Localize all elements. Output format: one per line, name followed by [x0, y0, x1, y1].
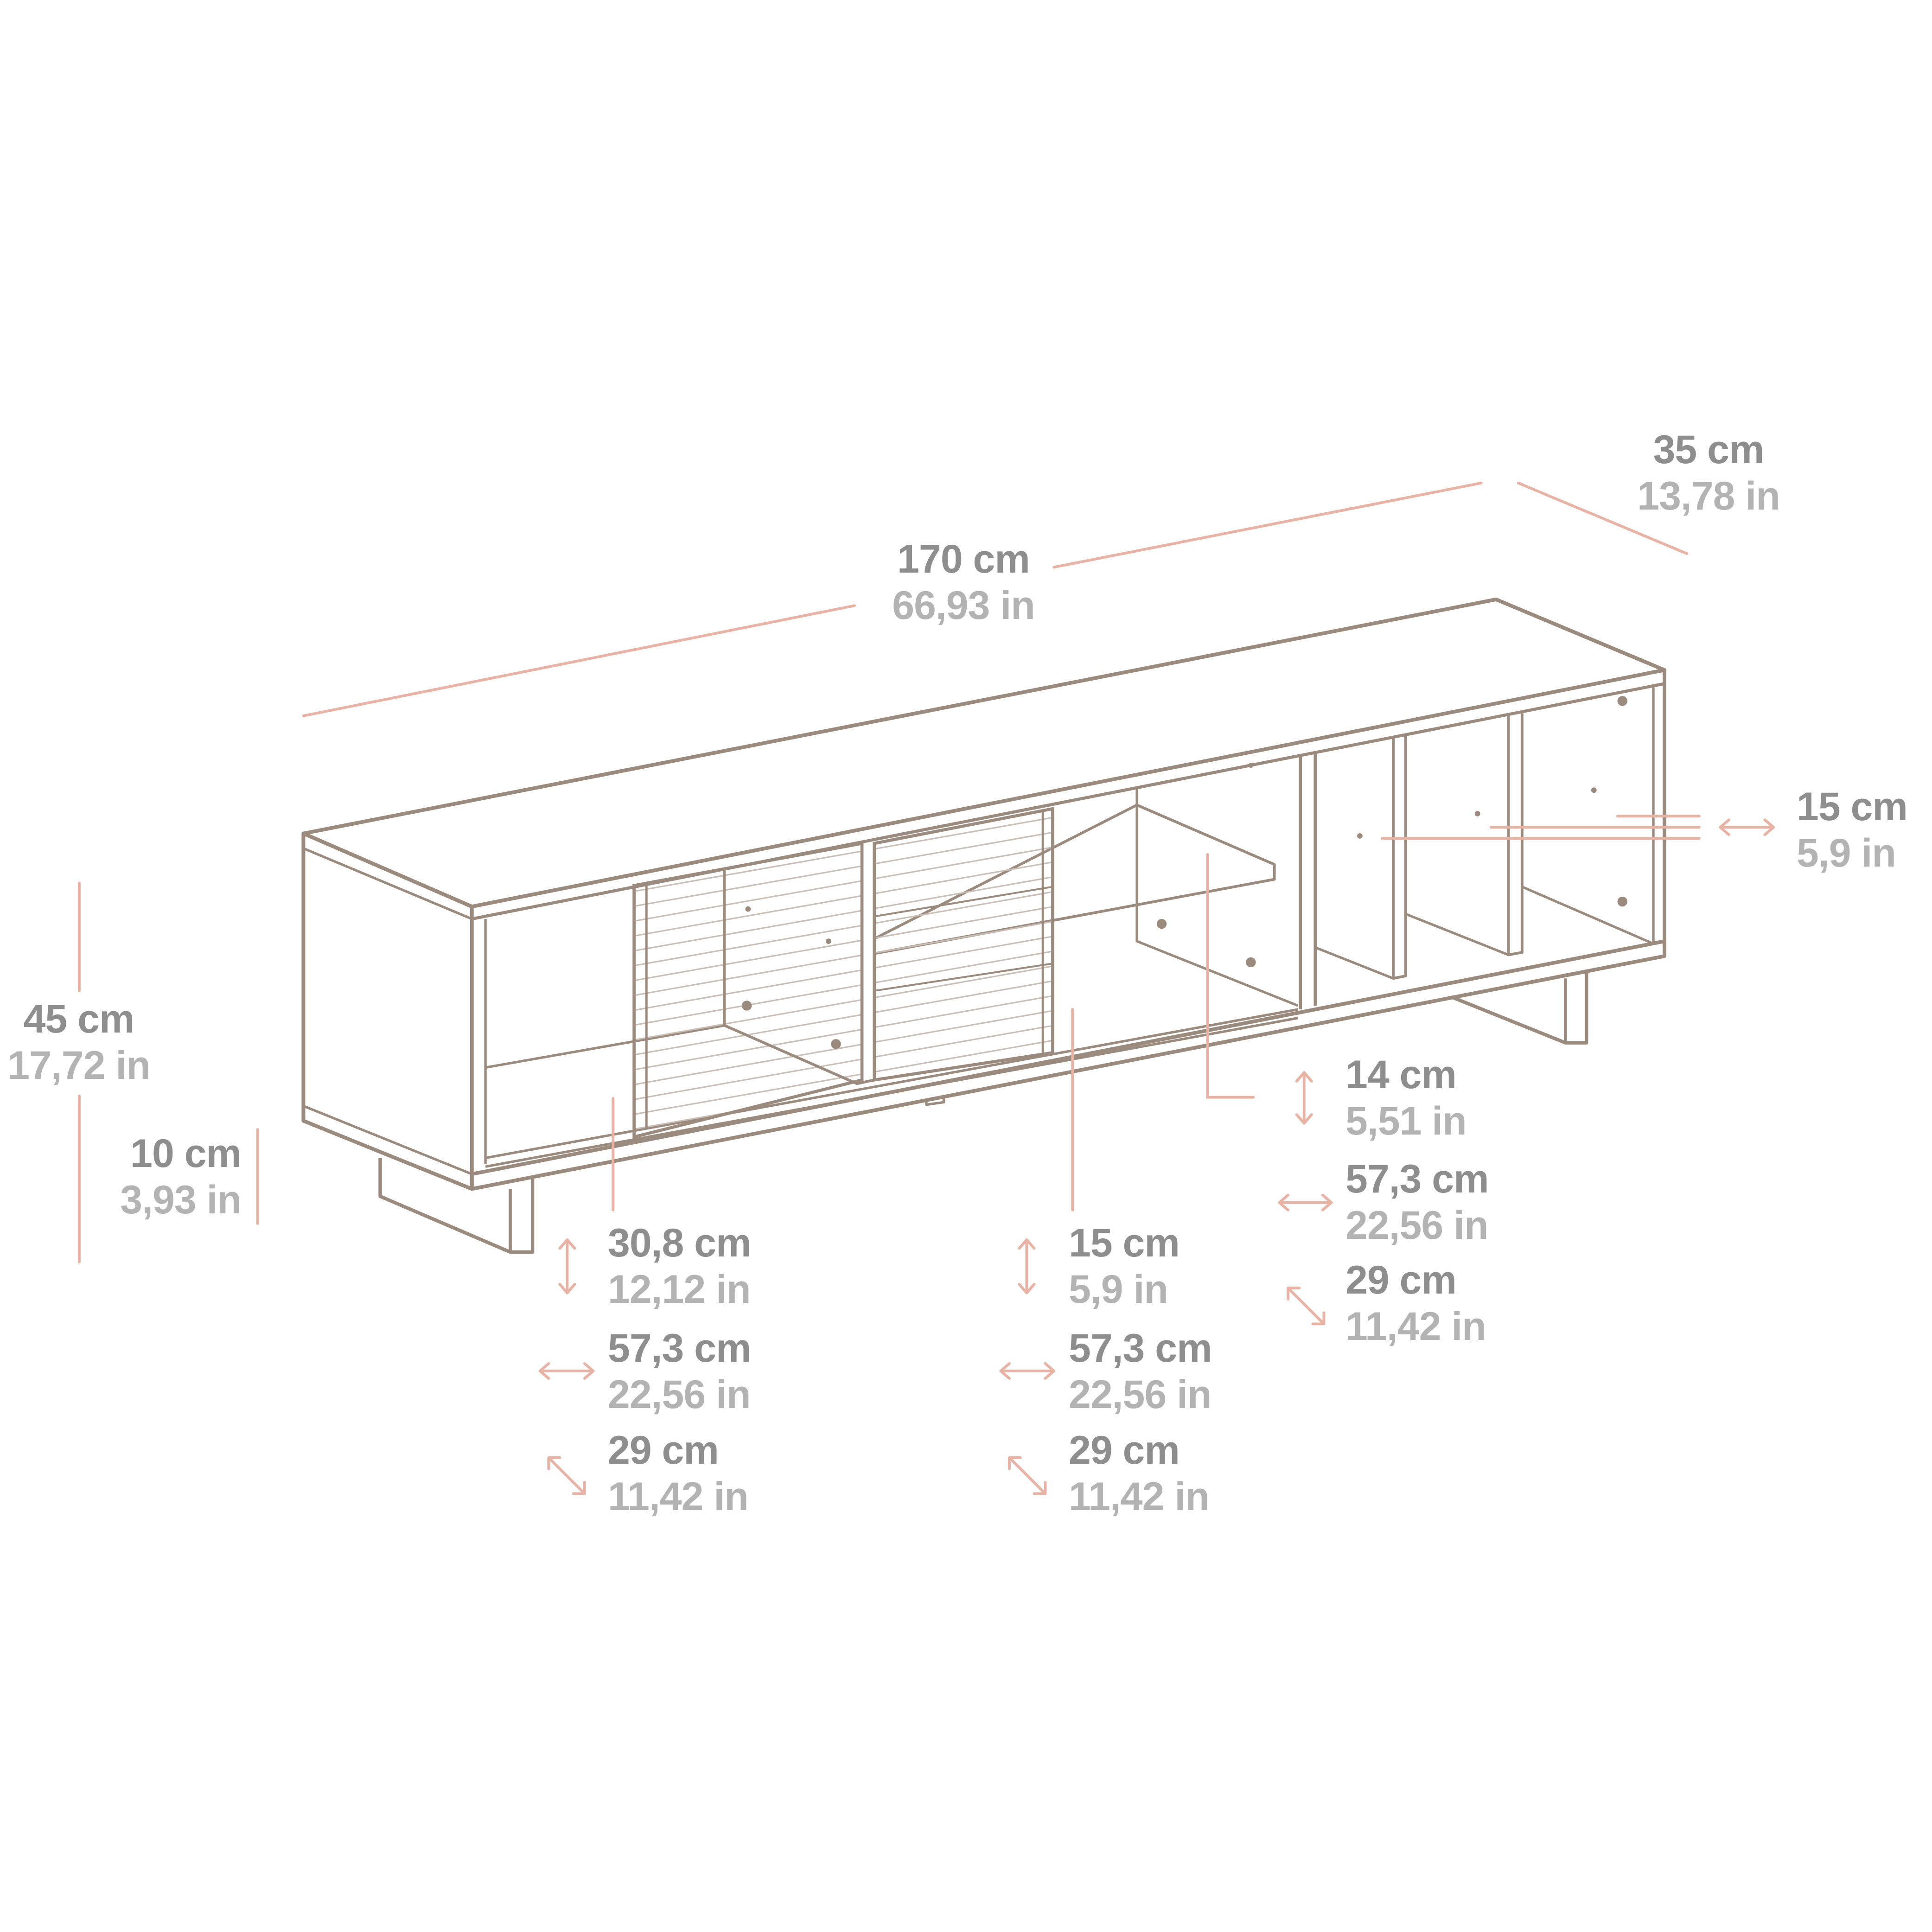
width-in: 66,93 in — [892, 583, 1035, 628]
peg-hole — [742, 1001, 752, 1011]
left-compartment-depth-in: 11,42 in — [608, 1474, 749, 1519]
right-compartment-label: 15 cm 5,9 in — [1797, 784, 1908, 875]
door-track — [485, 1008, 1298, 1168]
middle-compartment-depth-in: 11,42 in — [1069, 1474, 1210, 1519]
diagonal-arrow-icon — [1287, 1287, 1326, 1326]
legs-in: 3,93 in — [120, 1178, 242, 1222]
middle-compartment-width-cm: 57,3 cm — [1069, 1326, 1212, 1371]
horizontal-arrow-icon — [1719, 818, 1775, 836]
right-door-rails — [874, 886, 1053, 992]
height-label: 45 cm 17,72 in — [0, 999, 158, 1085]
shelf-compartment-height-label: 14 cm 5,51 in — [1345, 1055, 1467, 1141]
peg-hole — [1248, 763, 1254, 768]
peg-hole — [1357, 833, 1363, 839]
peg-hole — [826, 938, 831, 944]
arrows — [538, 818, 1775, 1495]
left-compartment-height-label: 30,8 cm 12,12 in — [608, 1221, 752, 1312]
leader-shelf — [1206, 853, 1255, 1099]
left-side-inner-bottom — [303, 1104, 472, 1175]
depth-cm: 35 cm — [1653, 427, 1765, 472]
depth-line — [1517, 481, 1689, 555]
cabinet — [301, 597, 1667, 1254]
slatted-doors — [632, 807, 1054, 1139]
cabinet-left-side — [301, 831, 474, 1191]
peg-holes — [742, 696, 1627, 1049]
peg-hole — [1474, 811, 1480, 816]
peg-hole — [1591, 787, 1597, 793]
left-side-inner-top — [303, 847, 472, 920]
divider-1 — [1392, 735, 1407, 980]
width-label: 170 cm 66,93 in — [848, 539, 1079, 625]
diagonal-arrow-icon — [547, 1456, 586, 1495]
shelf-compartment-height-cm: 14 cm — [1345, 1052, 1457, 1097]
left-compartment-depth-cm: 29 cm — [608, 1428, 719, 1473]
peg-hole — [1617, 696, 1627, 706]
height-cm: 45 cm — [23, 997, 135, 1041]
horizontal-arrow-icon — [1278, 1193, 1333, 1211]
horizontal-arrow-icon — [999, 1362, 1056, 1380]
horizontal-arrow-icon — [538, 1362, 595, 1380]
right-compartment-cm: 15 cm — [1797, 784, 1908, 829]
middle-compartment-width-label: 57,3 cm 22,56 in — [1069, 1328, 1212, 1415]
vertical-arrow-icon — [1295, 1071, 1313, 1125]
left-compartment-width-label: 57,3 cm 22,56 in — [608, 1326, 752, 1417]
width-cm: 170 cm — [897, 537, 1030, 581]
left-compartment-width-cm: 57,3 cm — [608, 1326, 752, 1371]
middle-compartment-height-in: 5,9 in — [1069, 1267, 1168, 1312]
shelf-compartment-width-cm: 57,3 cm — [1345, 1157, 1489, 1201]
shelf-compartment-depth-label: 29 cm 11,42 in — [1345, 1260, 1486, 1346]
middle-compartment-height-label: 15 cm 5,9 in — [1069, 1223, 1180, 1309]
peg-hole — [831, 1039, 841, 1049]
vertical-arrow-icon — [558, 1238, 576, 1294]
divider-main — [1299, 754, 1317, 1009]
left-door — [632, 842, 864, 1139]
middle-compartment-height-cm: 15 cm — [1069, 1221, 1180, 1265]
left-compartment-height-in: 12,12 in — [608, 1267, 751, 1312]
leader-right — [1381, 815, 1701, 840]
depth-label: 35 cm 13,78 in — [1593, 430, 1824, 516]
peg-hole — [1156, 918, 1167, 929]
left-leg — [378, 1158, 535, 1254]
height-in: 17,72 in — [7, 1043, 151, 1088]
middle-compartment-depth-label: 29 cm 11,42 in — [1069, 1428, 1210, 1519]
shelf-compartment-depth-in: 11,42 in — [1345, 1304, 1486, 1349]
right-shelf-lines — [1314, 886, 1654, 980]
divider-2 — [1507, 713, 1524, 956]
middle-compartment-width-in: 22,56 in — [1069, 1372, 1212, 1417]
depth-in: 13,78 in — [1637, 474, 1780, 518]
diagonal-arrow-icon — [1008, 1456, 1047, 1495]
legs-label: 10 cm 3,93 in — [65, 1131, 242, 1222]
left-compartment-depth-label: 29 cm 11,42 in — [608, 1428, 749, 1519]
vertical-arrow-icon — [1018, 1238, 1036, 1294]
peg-hole — [745, 906, 751, 912]
right-compartment-in: 5,9 in — [1797, 831, 1896, 875]
cabinet-bottom — [470, 939, 1667, 1191]
width-line-left — [302, 604, 856, 717]
peg-hole — [1617, 896, 1627, 907]
legs-cm: 10 cm — [130, 1131, 242, 1176]
shelf-compartment-height-in: 5,51 in — [1345, 1099, 1467, 1143]
left-compartment-height-cm: 30,8 cm — [608, 1221, 752, 1265]
width-line-right — [1052, 481, 1483, 569]
middle-compartment-depth-cm: 29 cm — [1069, 1428, 1180, 1473]
center-support — [925, 1095, 945, 1106]
shelf-compartment-width-in: 22,56 in — [1345, 1203, 1489, 1248]
dimension-lines — [78, 481, 1701, 1263]
shelf-compartment-width-label: 57,3 cm 22,56 in — [1345, 1159, 1489, 1245]
peg-hole — [1246, 957, 1256, 968]
left-compartment-width-in: 22,56 in — [608, 1372, 751, 1417]
right-door — [873, 807, 1054, 1082]
right-leg — [1451, 971, 1588, 1045]
shelf-compartment-depth-cm: 29 cm — [1345, 1258, 1457, 1302]
